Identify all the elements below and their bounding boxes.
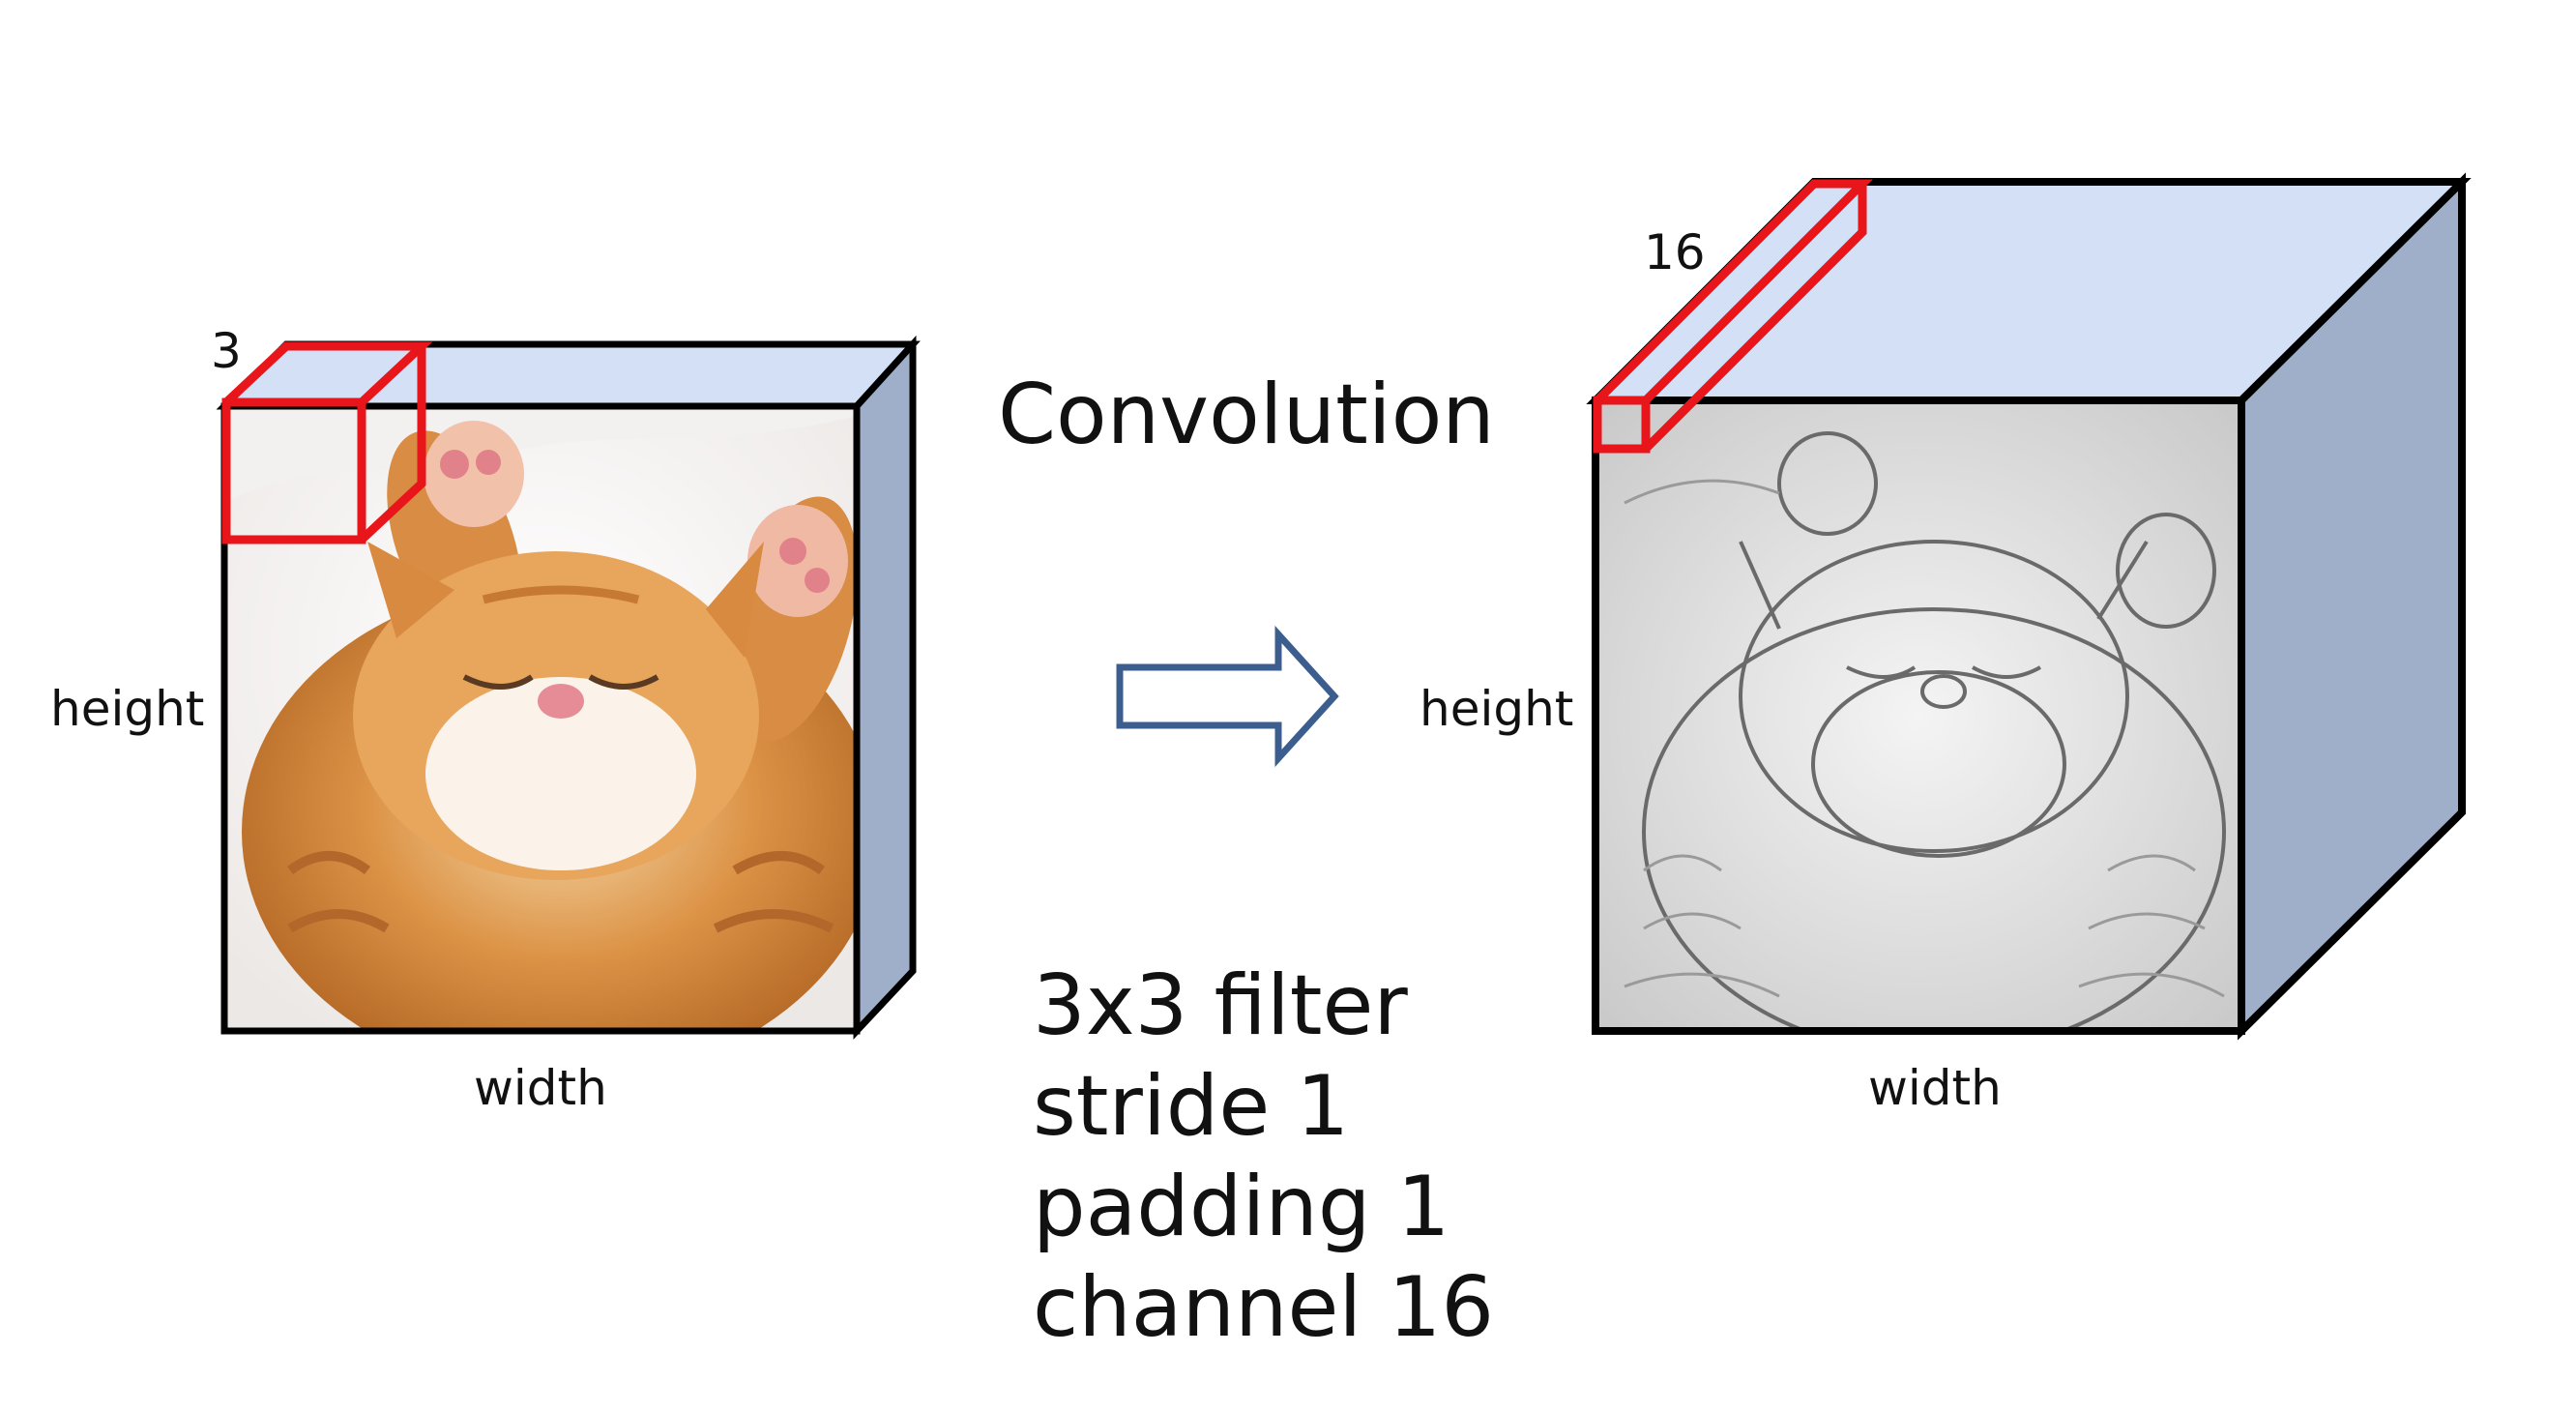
output-height-label: height <box>1420 681 1574 737</box>
output-volume <box>1586 172 2472 1041</box>
input-channel-label: 3 <box>211 323 242 379</box>
output-filter-highlight <box>1593 179 1873 454</box>
input-filter-highlight <box>221 341 433 544</box>
param-channel: channel 16 <box>1033 1259 1495 1356</box>
output-cube-front <box>1592 397 2245 1035</box>
operation-title: Convolution <box>998 367 1495 463</box>
output-channel-label: 16 <box>1644 224 1706 280</box>
input-volume <box>216 335 921 1040</box>
param-stride: stride 1 <box>1033 1058 1350 1155</box>
param-padding: padding 1 <box>1033 1159 1450 1255</box>
input-width-label: width <box>474 1060 607 1116</box>
feature-map-image <box>1595 402 2241 1031</box>
input-cube-front <box>220 402 861 1035</box>
param-filter: 3x3 filter <box>1033 957 1408 1054</box>
output-width-label: width <box>1868 1060 2002 1116</box>
input-height-label: height <box>50 681 205 737</box>
kitten-image <box>224 408 857 1031</box>
input-cube-side <box>853 335 917 1040</box>
right-arrow-icon <box>1116 625 1339 768</box>
input-cube-top <box>216 340 921 410</box>
parameters-block: 3x3 filter stride 1 padding 1 channel 16 <box>1033 956 1494 1358</box>
